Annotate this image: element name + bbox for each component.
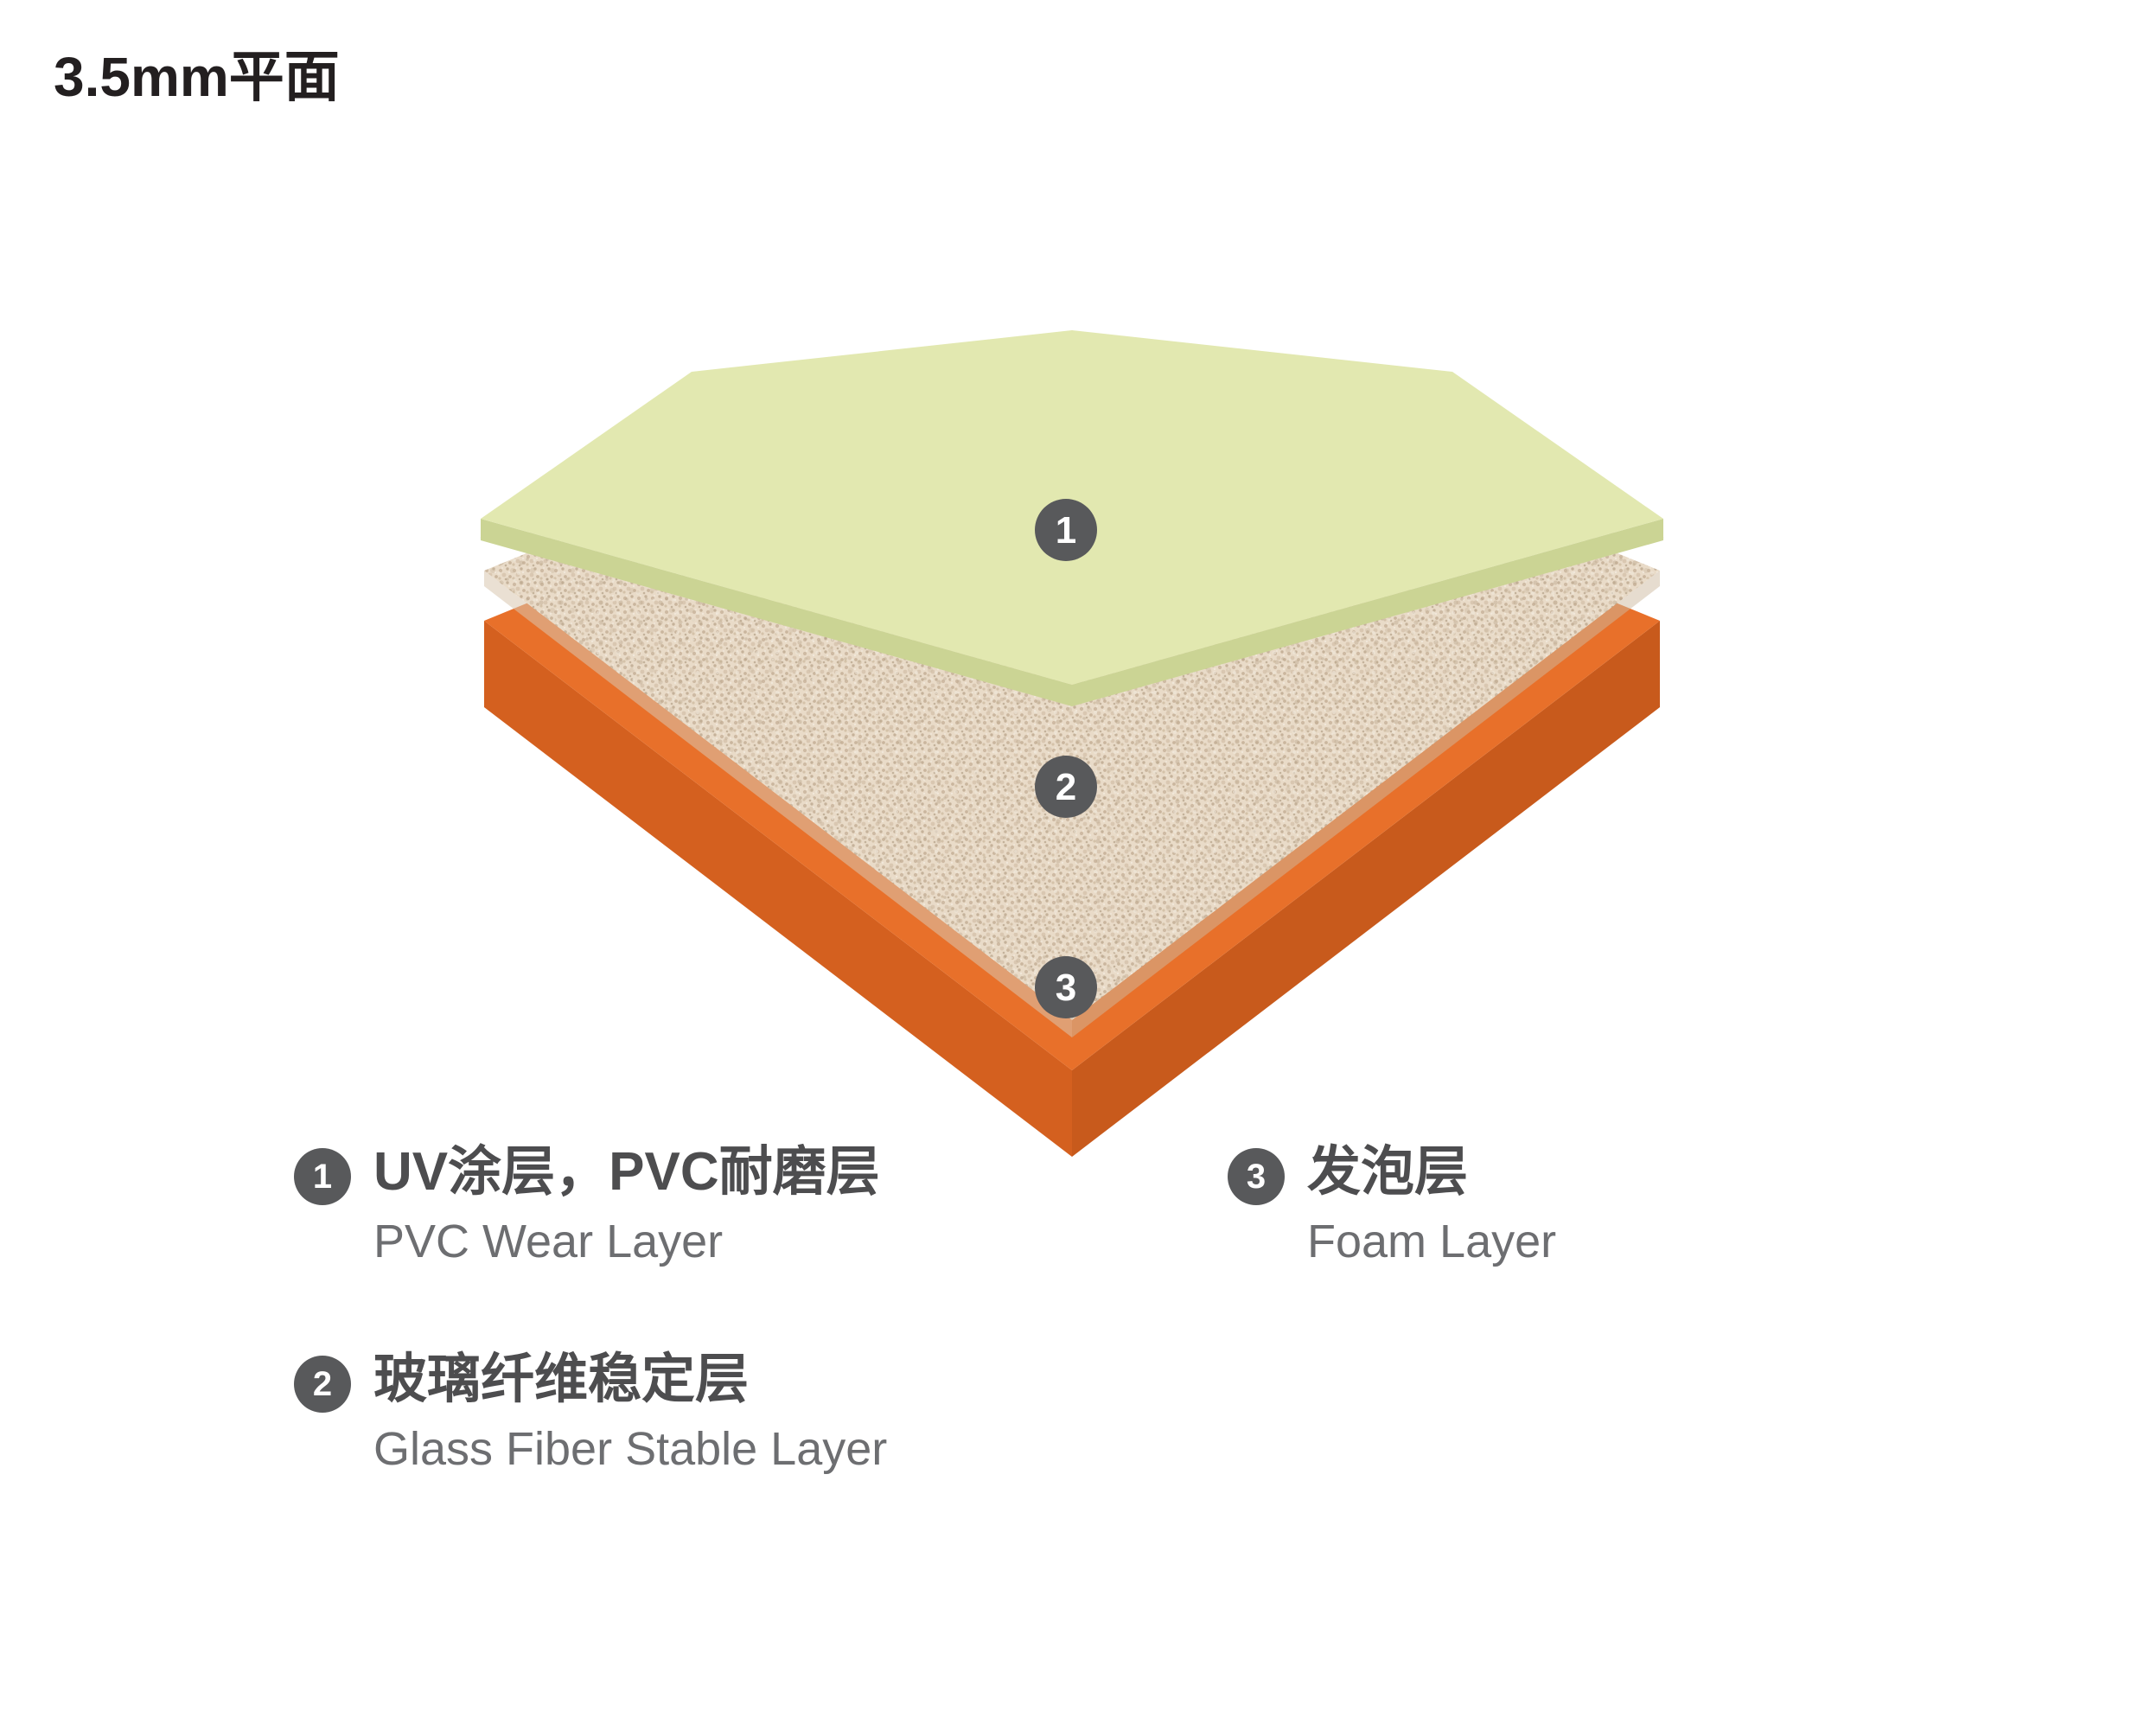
- legend-text-3: 发泡层 Foam Layer: [1307, 1141, 1556, 1272]
- legend-badge-2: 2: [294, 1356, 351, 1413]
- legend-item-pvc-wear-layer: 1 UV涂层，PVC耐磨层 PVC Wear Layer: [294, 1141, 880, 1272]
- legend-label-cn-2: 玻璃纤维稳定层: [373, 1350, 750, 1409]
- legend-text-2: 玻璃纤维稳定层 Glass Fiber Stable Layer: [373, 1349, 887, 1479]
- layer-stack-diagram: 1 2 3: [480, 330, 1664, 1157]
- legend-text-1: UV涂层，PVC耐磨层 PVC Wear Layer: [373, 1141, 880, 1272]
- legend-label-en-2: Glass Fiber Stable Layer: [373, 1423, 888, 1476]
- page-title: 3.5mm平面: [54, 46, 340, 108]
- legend-badge-3: 3: [1228, 1148, 1285, 1205]
- legend-label-en-1: PVC Wear Layer: [373, 1216, 724, 1268]
- legend-badge-1: 1: [294, 1148, 351, 1205]
- legend-label-en-3: Foam Layer: [1307, 1216, 1557, 1268]
- legend-item-glass-fiber-layer: 2 玻璃纤维稳定层 Glass Fiber Stable Layer: [294, 1349, 887, 1479]
- legend-label-cn-1: UV涂层，PVC耐磨层: [373, 1142, 880, 1202]
- legend-label-cn-3: 发泡层: [1307, 1142, 1469, 1202]
- legend-item-foam-layer: 3 发泡层 Foam Layer: [1228, 1141, 1556, 1272]
- legend: 1 UV涂层，PVC耐磨层 PVC Wear Layer 2 玻璃纤维稳定层 G…: [0, 1141, 2144, 1573]
